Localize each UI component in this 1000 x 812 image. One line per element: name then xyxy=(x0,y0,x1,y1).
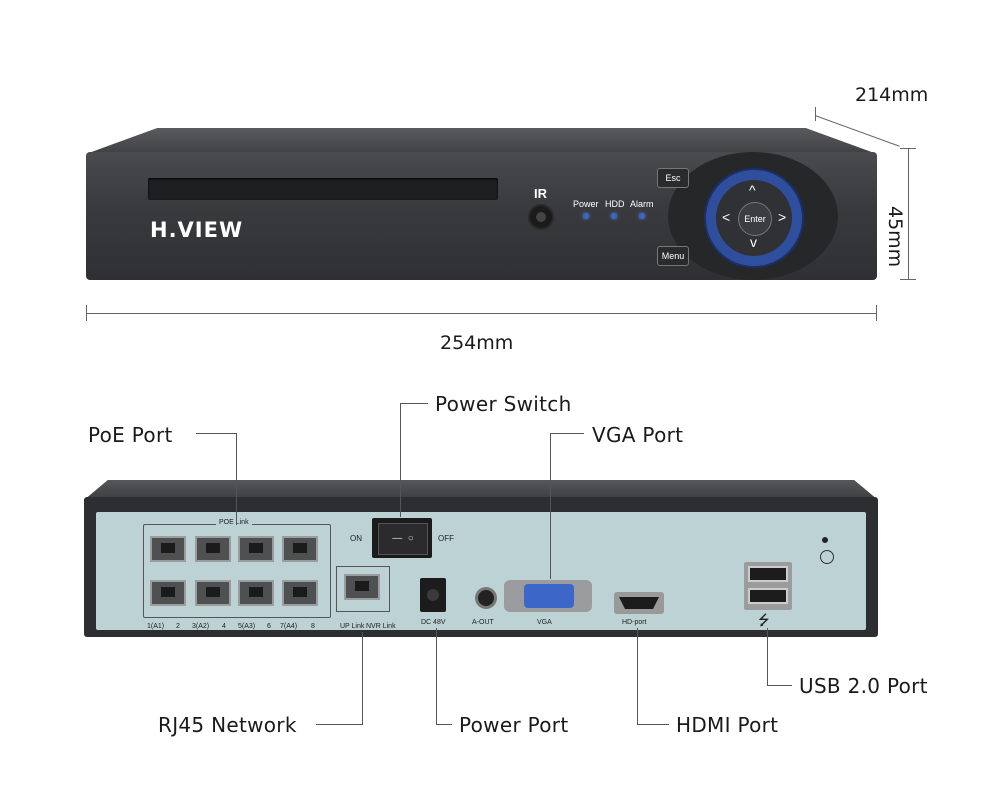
usb-slot-bottom xyxy=(748,588,788,604)
leader-switch-v xyxy=(400,403,401,517)
leader-vga-v xyxy=(550,433,551,579)
right-arrow-icon[interactable]: > xyxy=(778,209,787,225)
vga-label: VGA xyxy=(537,619,552,626)
poe-port[interactable] xyxy=(195,580,231,606)
uplink-frame xyxy=(336,566,390,612)
nvr-link-label: NVR Link xyxy=(366,623,396,630)
power-switch-rocker[interactable]: — ○ xyxy=(378,523,428,555)
height-line xyxy=(908,148,909,280)
up-arrow-icon[interactable]: ^ xyxy=(749,182,756,198)
poe-port[interactable] xyxy=(238,580,274,606)
leader-hdmi-h xyxy=(637,724,669,725)
switch-on-label: ON xyxy=(350,534,362,543)
leader-usb-h xyxy=(767,685,792,686)
brand-logo: H.VIEW xyxy=(150,218,244,242)
power-led-icon xyxy=(583,213,589,219)
esc-button[interactable]: Esc xyxy=(657,168,689,188)
width-line xyxy=(86,313,877,314)
menu-button[interactable]: Menu xyxy=(657,246,689,266)
dc-label: DC 48V xyxy=(421,619,446,626)
poe-port-number: 4 xyxy=(222,623,226,630)
width-tick-right xyxy=(876,305,877,321)
led-label-hdd: HDD xyxy=(605,199,625,209)
poe-port-number: 3(A2) xyxy=(192,623,210,630)
poe-port-number: 8 xyxy=(311,623,315,630)
leader-rj45-v xyxy=(362,632,363,725)
leader-rj45-h xyxy=(316,724,363,725)
poe-port[interactable] xyxy=(195,536,231,562)
callout-usb-port: USB 2.0 Port xyxy=(799,674,928,698)
down-arrow-icon[interactable]: v xyxy=(750,234,757,250)
leader-vga-h xyxy=(550,433,584,434)
width-label: 254mm xyxy=(440,332,514,354)
power-port[interactable] xyxy=(420,578,446,612)
callout-rj45-network: RJ45 Network xyxy=(158,713,297,737)
hdmi-label: HD-port xyxy=(622,619,647,626)
poe-port-number: 7(A4) xyxy=(280,623,298,630)
height-label: 45mm xyxy=(884,206,906,268)
front-device-top xyxy=(86,128,877,154)
poe-port-number: 6 xyxy=(267,623,271,630)
depth-label: 214mm xyxy=(855,84,929,106)
indicator-dot xyxy=(822,537,828,543)
callout-power-switch: Power Switch xyxy=(435,392,572,416)
leader-power-h xyxy=(436,724,452,725)
poe-port[interactable] xyxy=(150,536,186,562)
led-label-alarm: Alarm xyxy=(630,199,654,209)
leader-hdmi-v xyxy=(637,628,638,725)
leader-poe-v xyxy=(236,433,237,525)
leader-poe-h xyxy=(196,433,236,434)
front-slot xyxy=(148,178,498,200)
callout-vga-port: VGA Port xyxy=(592,423,684,447)
poe-link-label: POE Link xyxy=(216,519,252,526)
usb-slot-top xyxy=(748,566,788,582)
hdmi-connector xyxy=(619,597,659,609)
callout-power-port: Power Port xyxy=(459,713,569,737)
poe-port-number: 2 xyxy=(176,623,180,630)
rear-panel xyxy=(96,512,866,630)
switch-off-label: OFF xyxy=(438,534,454,543)
leader-switch-h xyxy=(400,403,428,404)
usb-symbol-icon: ⭍ xyxy=(758,612,770,628)
rj45-network-port[interactable] xyxy=(344,574,380,600)
left-arrow-icon[interactable]: < xyxy=(722,209,731,225)
aout-label: A-OUT xyxy=(472,619,494,626)
alarm-led-icon xyxy=(639,213,645,219)
ground-icon xyxy=(820,550,834,564)
poe-port[interactable] xyxy=(238,536,274,562)
back-device-top xyxy=(84,480,878,500)
leader-usb-v xyxy=(767,628,768,686)
ir-label: IR xyxy=(534,186,547,201)
callout-hdmi-port: HDMI Port xyxy=(676,713,779,737)
uplink-label: UP Link xyxy=(340,623,365,630)
enter-button[interactable]: Enter xyxy=(738,202,772,236)
vga-connector xyxy=(524,584,574,608)
height-tick-bottom xyxy=(900,279,916,280)
depth-tick-left xyxy=(815,107,816,121)
poe-port[interactable] xyxy=(282,580,318,606)
poe-port-number: 5(A3) xyxy=(238,623,256,630)
poe-port[interactable] xyxy=(150,580,186,606)
hdd-led-icon xyxy=(611,213,617,219)
width-tick-left xyxy=(86,305,87,321)
height-tick-top xyxy=(900,148,916,149)
led-label-power: Power xyxy=(573,199,599,209)
poe-port-number: 1(A1) xyxy=(147,623,165,630)
poe-port[interactable] xyxy=(282,536,318,562)
callout-poe-port: PoE Port xyxy=(88,423,173,447)
audio-out-port[interactable] xyxy=(478,590,494,606)
leader-power-v xyxy=(436,628,437,725)
ir-sensor-icon xyxy=(530,206,552,228)
